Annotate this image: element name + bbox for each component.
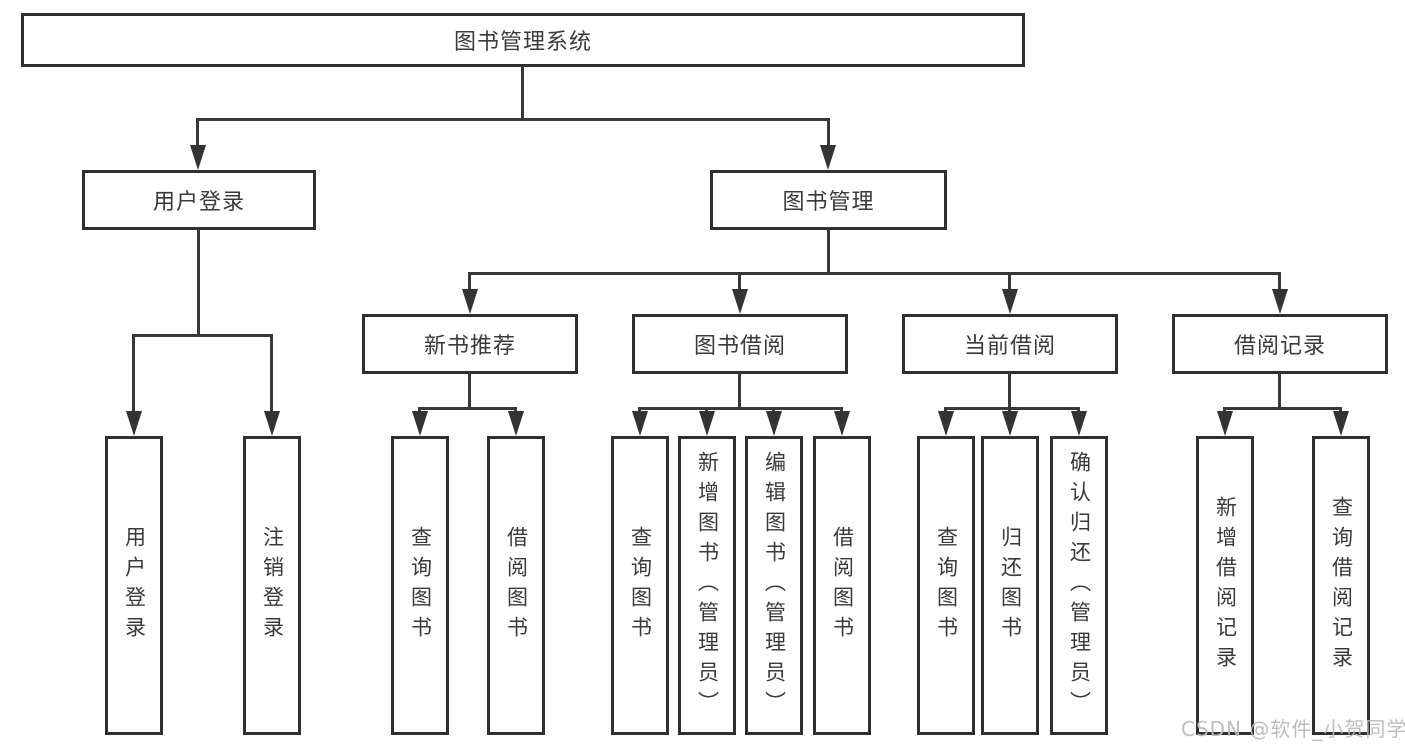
connector-line — [738, 272, 741, 291]
leaf-label: 查询图书 — [628, 525, 653, 646]
leaf-user-login: 用户登录 — [105, 436, 163, 735]
arrow-down-icon — [938, 411, 954, 436]
arrow-down-icon — [126, 411, 142, 436]
leaf-label: 新增图书（管理员） — [695, 450, 720, 721]
connector-line — [468, 272, 471, 291]
arrow-down-icon — [820, 145, 836, 170]
leaf-label: 归还图书 — [998, 525, 1023, 646]
leaf-label: 注销登录 — [260, 525, 285, 646]
arrow-down-icon — [699, 411, 715, 436]
connector-line — [197, 118, 830, 121]
leaf-label: 用户登录 — [122, 525, 147, 646]
arrow-down-icon — [1071, 411, 1087, 436]
arrow-down-icon — [508, 411, 524, 436]
leaf-label: 查询图书 — [408, 525, 433, 646]
leaf-borrow-books-borrowing: 借阅图书 — [813, 436, 871, 735]
connector-line — [1278, 372, 1281, 410]
connector-line — [132, 334, 273, 337]
arrow-down-icon — [766, 411, 782, 436]
connector-line — [827, 118, 830, 147]
arrow-down-icon — [1333, 411, 1349, 436]
arrow-down-icon — [834, 411, 850, 436]
arrow-down-icon — [264, 411, 280, 436]
connector-line — [521, 66, 524, 121]
connector-line — [1278, 272, 1281, 291]
arrow-down-icon — [190, 145, 206, 170]
arrow-down-icon — [1002, 411, 1018, 436]
node-user-login: 用户登录 — [82, 170, 316, 230]
arrow-down-icon — [1272, 289, 1288, 314]
connector-line — [827, 229, 830, 275]
leaf-edit-book-admin: 编辑图书（管理员） — [745, 436, 803, 735]
leaf-query-books-current: 查询图书 — [917, 436, 975, 735]
leaf-confirm-return-admin: 确认归还（管理员） — [1050, 436, 1108, 735]
leaf-label: 查询图书 — [934, 525, 959, 646]
node-book-management: 图书管理 — [710, 170, 947, 230]
leaf-borrow-books-recommend: 借阅图书 — [487, 436, 545, 735]
connector-line — [196, 118, 199, 147]
connector-line — [738, 372, 741, 410]
csdn-watermark: CSDN @软件_小贺同学 — [1181, 717, 1405, 741]
node-library-management-system: 图书管理系统 — [21, 13, 1025, 67]
connector-line — [197, 229, 200, 337]
leaf-label: 借阅图书 — [830, 525, 855, 646]
leaf-label: 新增借阅记录 — [1213, 495, 1238, 676]
arrow-down-icon — [732, 289, 748, 314]
leaf-add-book-admin: 新增图书（管理员） — [678, 436, 736, 735]
connector-line — [270, 334, 273, 413]
connector-line — [1008, 372, 1011, 410]
connector-line — [468, 272, 1281, 275]
leaf-query-books-borrowing: 查询图书 — [611, 436, 669, 735]
node-book-borrowing: 图书借阅 — [632, 314, 848, 374]
leaf-query-books-recommend: 查询图书 — [391, 436, 449, 735]
leaf-label: 确认归还（管理员） — [1067, 450, 1092, 721]
connector-line — [1223, 407, 1342, 410]
arrow-down-icon — [412, 411, 428, 436]
arrow-down-icon — [462, 289, 478, 314]
leaf-return-books: 归还图书 — [981, 436, 1039, 735]
leaf-label: 编辑图书（管理员） — [762, 450, 787, 721]
connector-line — [418, 407, 517, 410]
node-borrowing-records: 借阅记录 — [1172, 314, 1388, 374]
leaf-logout-login: 注销登录 — [243, 436, 301, 735]
connector-line — [132, 334, 135, 413]
leaf-label: 借阅图书 — [504, 525, 529, 646]
leaf-query-borrowing-record: 查询借阅记录 — [1312, 436, 1370, 735]
connector-line — [944, 407, 1080, 410]
leaf-add-borrowing-record: 新增借阅记录 — [1196, 436, 1254, 735]
arrow-down-icon — [1002, 289, 1018, 314]
connector-line — [468, 372, 471, 410]
arrow-down-icon — [1217, 411, 1233, 436]
connector-line — [1008, 272, 1011, 291]
arrow-down-icon — [632, 411, 648, 436]
leaf-label: 查询借阅记录 — [1329, 495, 1354, 676]
connector-line — [638, 407, 843, 410]
node-new-book-recommendation: 新书推荐 — [362, 314, 578, 374]
node-current-borrowing: 当前借阅 — [902, 314, 1118, 374]
